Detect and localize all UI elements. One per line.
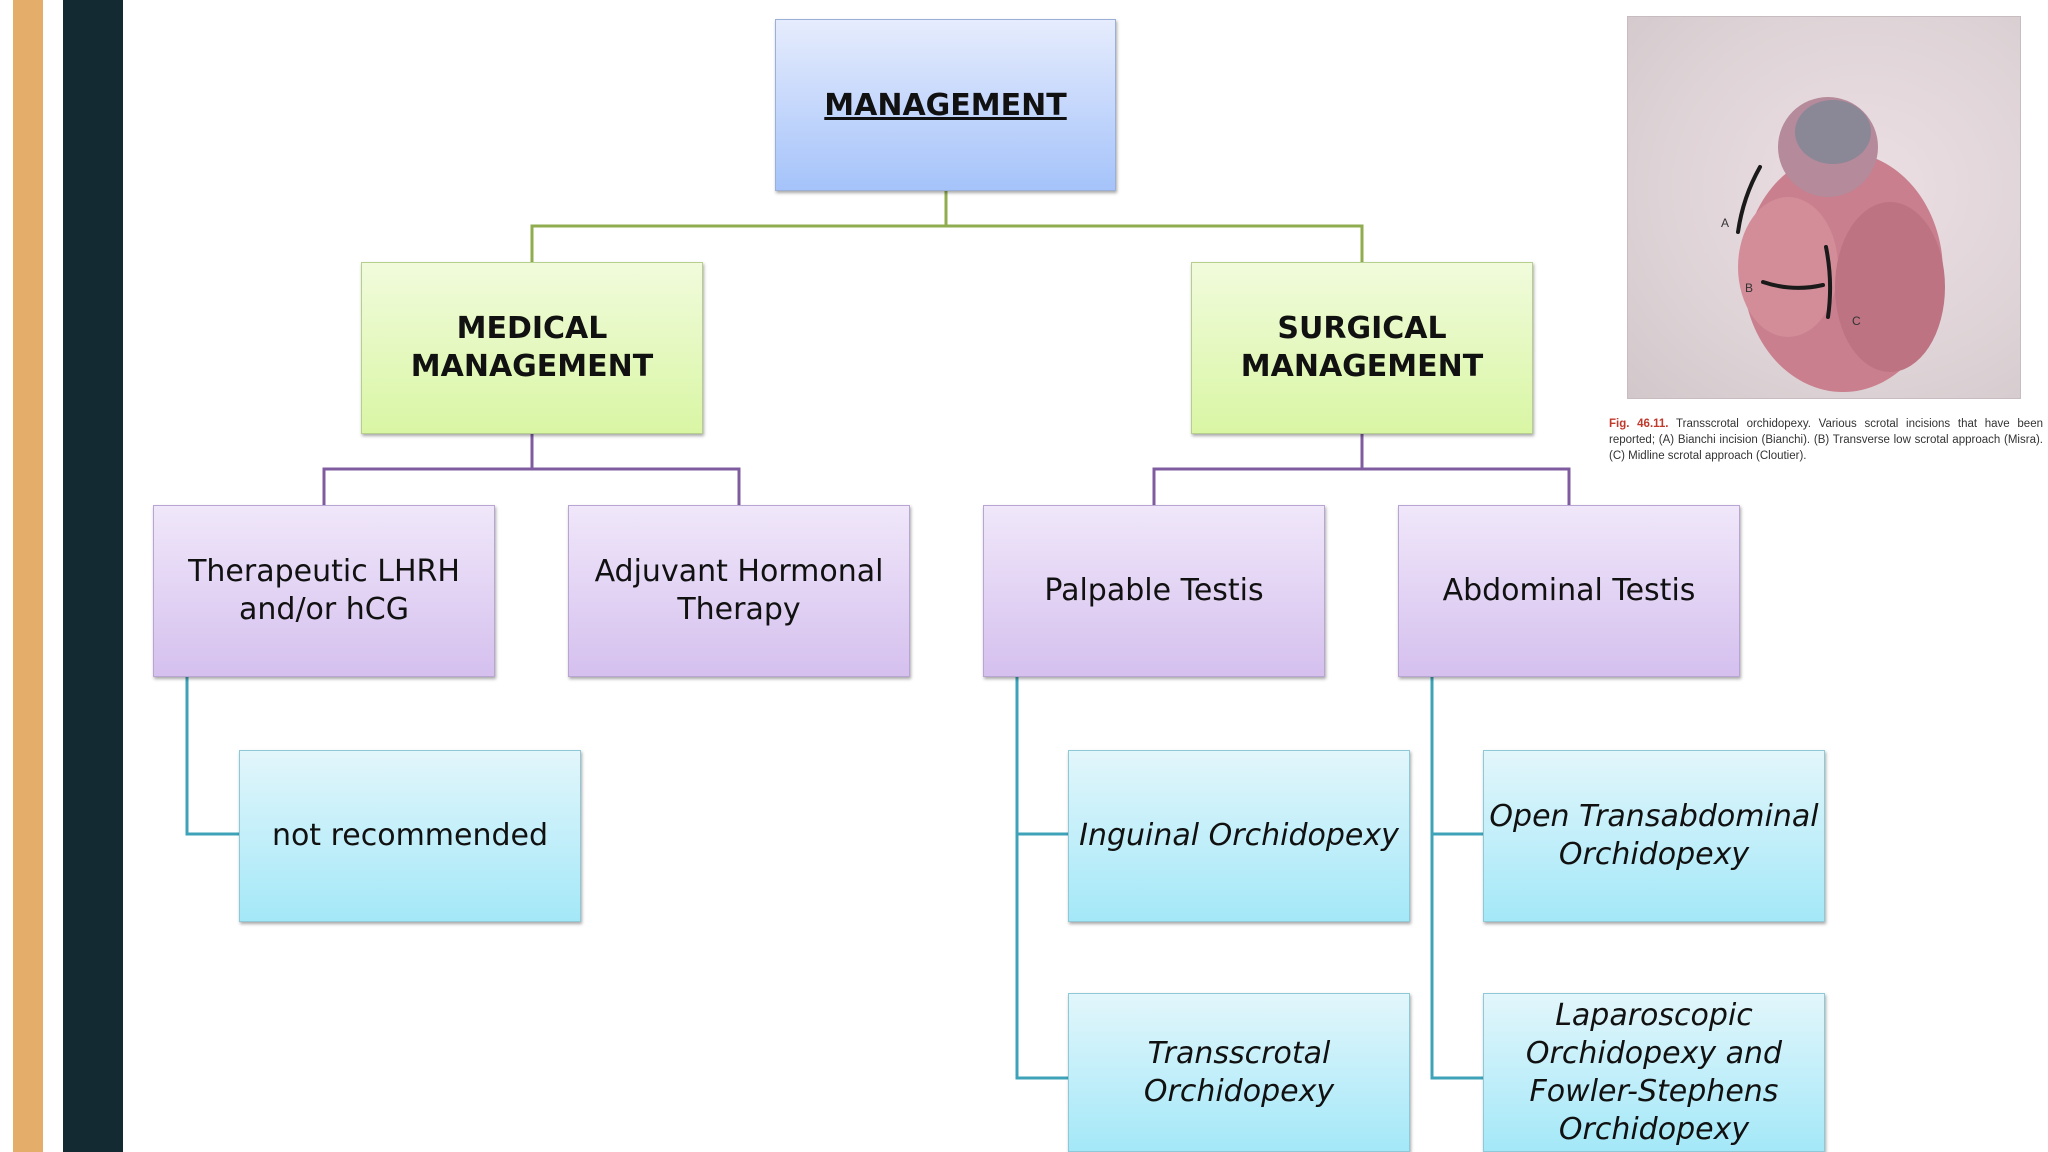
figure-glans-top [1795, 100, 1871, 164]
node-abdominal-testis: Abdominal Testis [1398, 505, 1740, 677]
figure-caption-text: Transscrotal orchidopexy. Various scrota… [1609, 418, 2043, 462]
node-palpable-testis-label: Palpable Testis [1044, 573, 1264, 608]
node-open-transabdominal-label: Open Transabdominal Orchidopexy [1489, 799, 1819, 872]
connector-surgical-children [1152, 467, 1571, 505]
accent-bar-orange [13, 0, 43, 1152]
node-therapeutic-lhrh: Therapeutic LHRH and/or hCG [153, 505, 495, 677]
node-surgical-management: SURGICAL MANAGEMENT [1191, 262, 1533, 434]
node-laparoscopic-fowler-stephens-label: Laparoscopic Orchidopexy and Fowler-Step… [1525, 997, 1783, 1147]
figure-caption-label: Fig. 46.11. [1609, 418, 1669, 430]
node-management: MANAGEMENT [775, 19, 1116, 191]
figure-marker-c: C [1852, 314, 1861, 328]
node-medical-management-label: MEDICAL MANAGEMENT [410, 311, 654, 384]
node-not-recommended-label: not recommended [271, 818, 549, 853]
figure-marker-b: B [1745, 281, 1753, 295]
figure-marker-a: A [1721, 216, 1729, 230]
connector-therapeutic-leaf [185, 677, 239, 836]
node-palpable-testis: Palpable Testis [983, 505, 1325, 677]
figure-caption: Fig. 46.11. Transscrotal orchidopexy. Va… [1609, 416, 2043, 464]
figure-right-shading [1835, 202, 1945, 372]
accent-bar-navy [63, 0, 123, 1152]
node-surgical-management-label: SURGICAL MANAGEMENT [1240, 311, 1484, 384]
node-medical-management: MEDICAL MANAGEMENT [361, 262, 703, 434]
node-adjuvant-hormonal-label: Adjuvant Hormonal Therapy [594, 554, 884, 627]
clinical-figure-drawing: A B C [1721, 97, 1945, 392]
figure-incision-c [1824, 245, 1833, 319]
node-open-transabdominal: Open Transabdominal Orchidopexy [1483, 750, 1825, 922]
node-transscrotal-orchidopexy: Transscrotal Orchidopexy [1068, 993, 1410, 1152]
figure-incision-a [1736, 165, 1762, 234]
node-transscrotal-orchidopexy-label: Transscrotal Orchidopexy [1143, 1035, 1335, 1109]
node-adjuvant-hormonal: Adjuvant Hormonal Therapy [568, 505, 910, 677]
figure-incision-b [1761, 280, 1825, 290]
connector-palpable-leaves [1015, 677, 1068, 1080]
node-inguinal-orchidopexy-label: Inguinal Orchidopexy [1079, 818, 1399, 853]
clinical-figure-image: A B C [1627, 16, 2021, 399]
figure-left-shading [1738, 197, 1838, 337]
node-inguinal-orchidopexy: Inguinal Orchidopexy [1068, 750, 1410, 922]
node-management-label: MANAGEMENT [824, 87, 1067, 123]
node-laparoscopic-fowler-stephens: Laparoscopic Orchidopexy and Fowler-Step… [1483, 993, 1825, 1152]
connector-medical-children [322, 467, 741, 505]
connector-root-branches [530, 224, 1364, 262]
node-abdominal-testis-label: Abdominal Testis [1442, 573, 1696, 608]
node-not-recommended: not recommended [239, 750, 581, 922]
node-therapeutic-lhrh-label: Therapeutic LHRH and/or hCG [188, 554, 460, 627]
connector-abdominal-leaves [1430, 677, 1483, 1080]
